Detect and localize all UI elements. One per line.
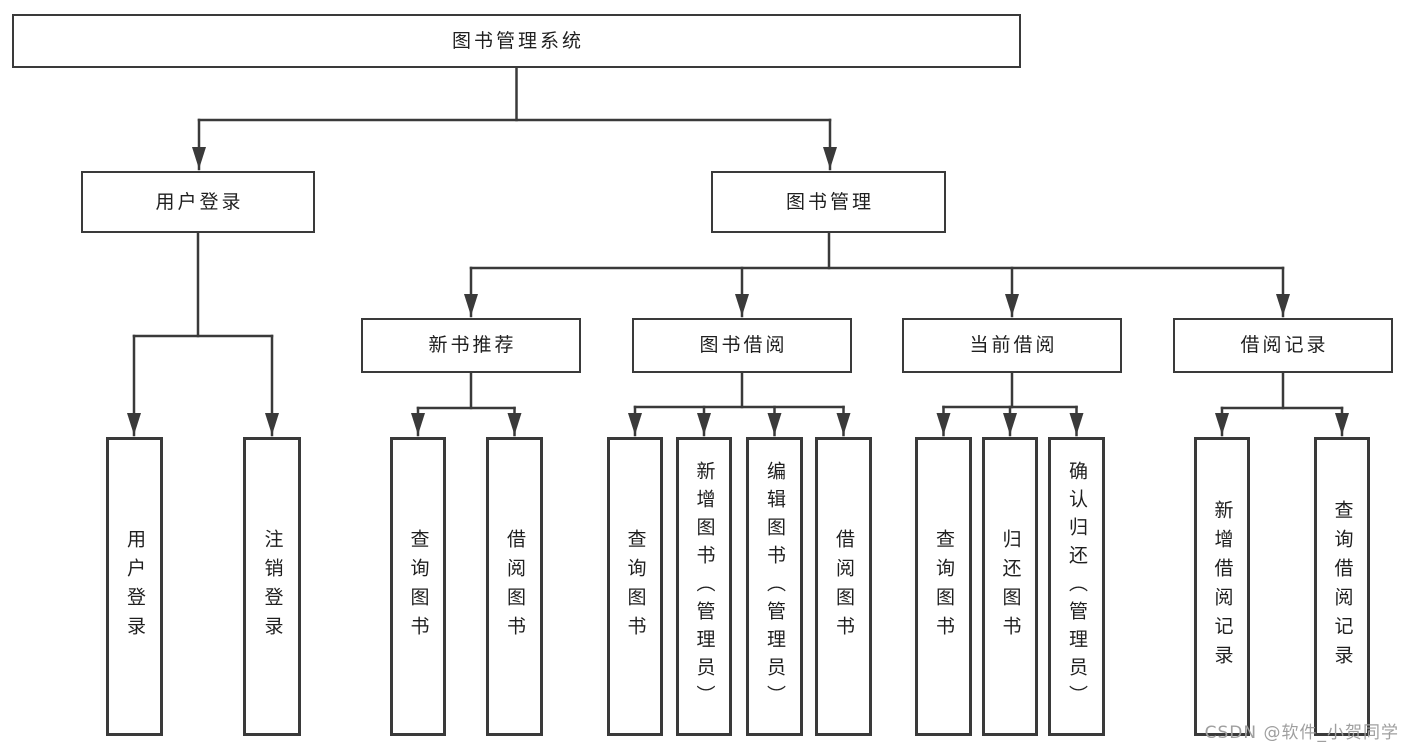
node-confirm-return-admin: 确认归还（管理员） (1048, 437, 1105, 736)
csdn-watermark: CSDN @软件_小贺同学 (1204, 723, 1399, 743)
node-add-book-admin: 新增图书（管理员） (676, 437, 732, 736)
node-query-books-current: 查询图书 (915, 437, 972, 736)
node-borrowing-records: 借阅记录 (1173, 318, 1393, 373)
node-library-management-system: 图书管理系统 (12, 14, 1021, 68)
node-query-borrow-record: 查询借阅记录 (1314, 437, 1370, 736)
node-edit-book-admin: 编辑图书（管理员） (746, 437, 803, 736)
node-return-books: 归还图书 (982, 437, 1038, 736)
node-borrow-books-borrowing: 借阅图书 (815, 437, 872, 736)
node-user-login-leaf: 用户登录 (106, 437, 163, 736)
node-book-management: 图书管理 (711, 171, 946, 233)
node-new-book-recommend: 新书推荐 (361, 318, 581, 373)
node-book-borrowing: 图书借阅 (632, 318, 852, 373)
node-logout-login: 注销登录 (243, 437, 301, 736)
node-user-login: 用户登录 (81, 171, 315, 233)
node-borrow-books-recommend: 借阅图书 (486, 437, 543, 736)
node-add-borrow-record: 新增借阅记录 (1194, 437, 1250, 736)
node-query-books-borrowing: 查询图书 (607, 437, 663, 736)
node-query-books-recommend: 查询图书 (390, 437, 446, 736)
node-current-borrowing: 当前借阅 (902, 318, 1122, 373)
